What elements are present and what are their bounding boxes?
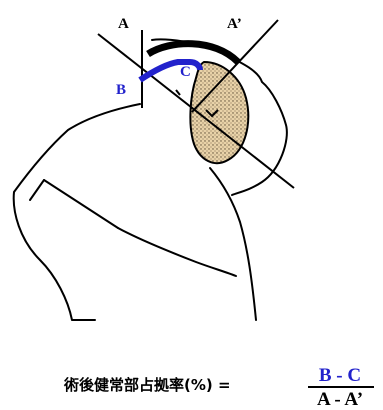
bone-outline	[14, 40, 287, 321]
label-a: A	[118, 16, 129, 32]
arc-b-c	[140, 62, 200, 80]
shaft-cut-line	[30, 180, 44, 200]
tick-mark-1	[176, 90, 180, 95]
label-b: B	[116, 82, 126, 98]
femur-medial-line	[118, 228, 236, 276]
femur-neck-outline	[14, 104, 140, 320]
formula-numerator: B - C	[319, 365, 361, 386]
label-a-prime: A’	[227, 16, 242, 32]
femur-shaft-outline	[210, 168, 256, 320]
formula-denominator: A - A’	[317, 389, 363, 410]
arc-a-aprime	[148, 44, 238, 62]
axis-line	[98, 34, 294, 188]
formula-text: 術後健常部占拠率(%) =	[63, 376, 231, 394]
greater-trochanter-line	[44, 180, 118, 228]
label-c: C	[180, 64, 191, 80]
